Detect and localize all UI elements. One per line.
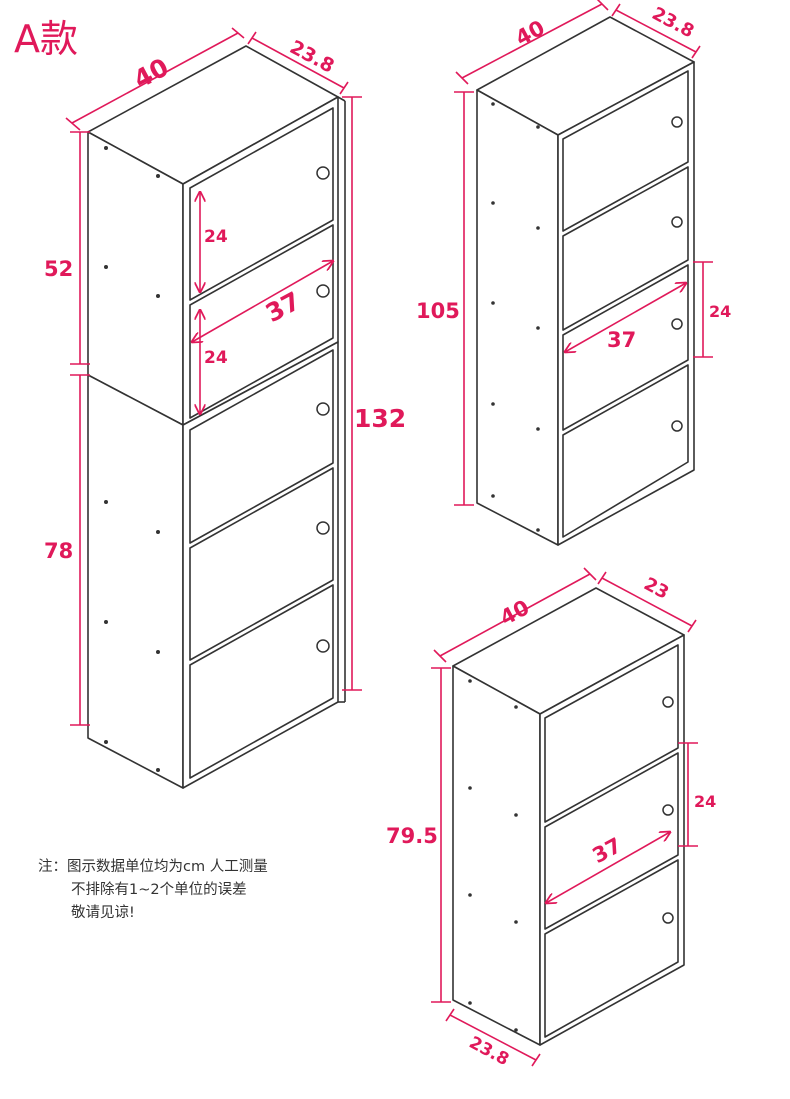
three-door-knobs bbox=[662, 696, 674, 924]
three-door-dimensions bbox=[431, 567, 698, 1067]
stacked-cabinet-knobs bbox=[316, 166, 330, 653]
knob-icon bbox=[671, 216, 683, 228]
knob-icon bbox=[316, 284, 330, 298]
knob-icon bbox=[316, 166, 330, 180]
four-door-holes bbox=[491, 102, 540, 532]
knob-icon bbox=[662, 912, 674, 924]
dim-width: 40 bbox=[512, 16, 549, 51]
measurement-notes: 注：图示数据单位均为cm 人工测量 不排除有1~2个单位的误差 敬请见谅! bbox=[38, 856, 268, 925]
dim-door-height: 24 bbox=[204, 227, 228, 247]
knob-icon bbox=[671, 318, 683, 330]
note-line: 注：图示数据单位均为cm 人工测量 bbox=[38, 859, 268, 875]
page-title: A款 bbox=[14, 17, 78, 61]
note-line: 不排除有1~2个单位的误差 bbox=[71, 882, 247, 898]
dim-height: 79.5 bbox=[386, 824, 438, 848]
dim-door-height: 24 bbox=[204, 348, 228, 368]
stacked-cabinet bbox=[87, 45, 346, 789]
lower-side-face bbox=[87, 374, 184, 789]
stacked-cabinet-dimensions bbox=[65, 27, 362, 726]
dim-depth: 23.8 bbox=[648, 3, 697, 42]
dim-door-height: 24 bbox=[694, 792, 716, 811]
upper-side-face bbox=[87, 131, 184, 426]
knob-icon bbox=[671, 116, 683, 128]
dim-inner-width: 37 bbox=[607, 328, 636, 352]
knob-icon bbox=[316, 402, 330, 416]
knob-icon bbox=[316, 521, 330, 535]
knob-icon bbox=[316, 639, 330, 653]
three-door-cabinet bbox=[452, 587, 685, 1046]
dim-total-height: 132 bbox=[354, 404, 406, 433]
side-face bbox=[476, 89, 559, 546]
front-face bbox=[557, 61, 695, 546]
knob-icon bbox=[662, 696, 674, 708]
dim-lower-height: 78 bbox=[44, 539, 73, 563]
stacked-cabinet-holes bbox=[104, 146, 160, 772]
knob-icon bbox=[671, 420, 683, 432]
dim-upper-height: 52 bbox=[44, 257, 73, 281]
dim-depth: 23 bbox=[640, 574, 672, 604]
three-door-holes bbox=[468, 679, 518, 1032]
dim-door-height: 24 bbox=[709, 302, 731, 321]
note-line: 敬请见谅! bbox=[71, 905, 135, 921]
four-door-cabinet bbox=[476, 16, 695, 546]
dim-depth-bottom: 23.8 bbox=[466, 1033, 512, 1070]
side-face bbox=[452, 665, 541, 1046]
knob-icon bbox=[662, 804, 674, 816]
dim-height: 105 bbox=[416, 299, 460, 323]
four-door-dimensions bbox=[454, 0, 713, 506]
